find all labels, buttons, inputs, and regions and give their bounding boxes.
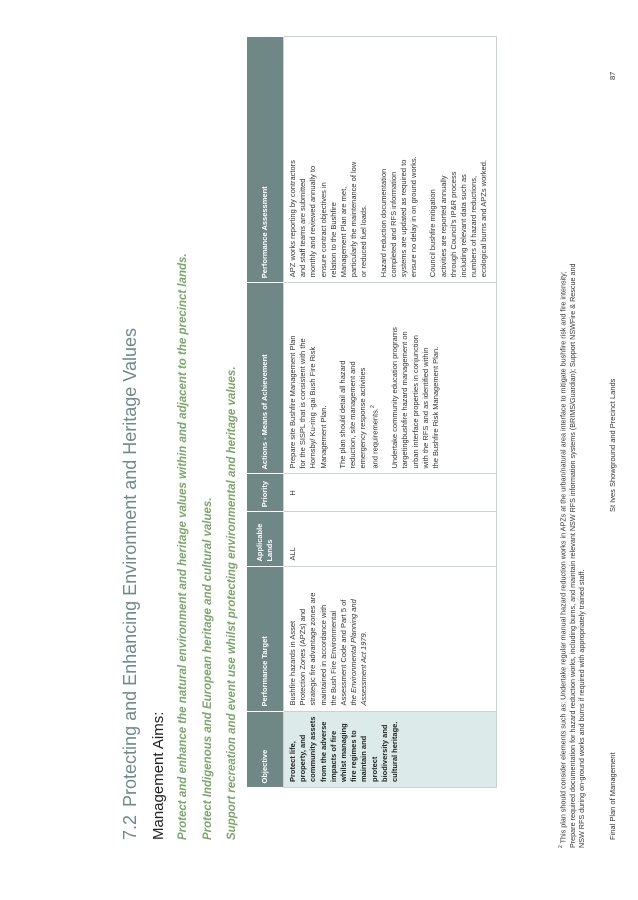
objective-cell: Protect life, property, and community as… <box>283 711 497 788</box>
priority-cell: H <box>283 474 497 512</box>
footnote-marker: 2 <box>558 845 564 848</box>
target-line: Protection Zones (APZs) and <box>298 608 308 706</box>
header-applicable-lands: Applicable Lands <box>247 511 284 567</box>
aim-1: Protect and enhance the natural environm… <box>177 253 189 840</box>
action-line: Hornsby/ Ku-ring -gai Bush Fire Risk <box>308 346 318 469</box>
action-line: the Bushfire Risk Management Plan. <box>430 346 440 469</box>
header-performance-target: Performance Target <box>247 566 284 712</box>
assessment-line: ensure no delay in on ground works. <box>409 156 419 278</box>
objective-line: whilst managing <box>339 723 349 782</box>
action-line: emergency response activities <box>358 367 368 469</box>
header-priority: Priority <box>247 474 284 512</box>
footer-site-name: St Ives Showground and Precinct Lands <box>608 378 617 512</box>
action-line: Undertake community education programs <box>390 327 400 469</box>
applicable-lands-cell: ALL <box>283 511 497 567</box>
assessment-line: systems are updated as required to <box>399 159 409 278</box>
action-line: with the RFS and as identified within <box>420 347 430 469</box>
header-objective: Objective <box>247 711 284 788</box>
aim-3: Support recreation and event use whilst … <box>226 366 238 840</box>
assessment-line: Council bushfire mitigation <box>428 189 438 278</box>
action-line: targetingbushfire hazard management on <box>400 331 410 469</box>
management-aims-title: Management Aims: <box>150 711 167 840</box>
footer-document-title: Final Plan of Management <box>608 752 617 840</box>
action-line: and requirements. <box>370 408 380 469</box>
section-number: 7.2 <box>120 814 140 840</box>
assessment-line: activities are reported annually <box>438 175 448 278</box>
target-line: Assessment Act 1979. <box>359 631 369 706</box>
footnote: 2 This plan should consider elements suc… <box>557 28 587 848</box>
assessment-line: monthly and reviewed annually to <box>308 165 318 278</box>
action-line: The plan should detail all hazard <box>337 360 347 469</box>
objective-line: impacts of fire <box>328 730 338 782</box>
action-line: Management Plan. <box>318 405 328 469</box>
table-row: Protect life, property, and community as… <box>283 36 497 788</box>
performance-table: Objective Performance Target Applicable … <box>247 36 497 788</box>
assessment-line: or reduced fuel loads. <box>359 205 369 278</box>
assessment-line: APZ works reporting by contractors <box>288 160 297 278</box>
performance-target-cell: Bushfire hazards in Asset Protection Zon… <box>283 566 497 712</box>
target-line: the Bush Fire Environmental <box>328 610 338 706</box>
actions-cell: Prepare site Bushfire Management Plan fo… <box>283 282 497 474</box>
page-number: 87 <box>608 71 617 80</box>
assessment-line: Management Plan are met, <box>339 186 349 278</box>
footnote-line: NSW RFS during on-ground works and burns… <box>577 569 587 848</box>
section-title: Protecting and Enhancing Environment and… <box>120 328 140 807</box>
footnote-text: This plan should consider elements such … <box>558 271 568 846</box>
assessment-line: through Council's IP&R process <box>448 171 458 278</box>
assessment-line: relation to the Bushfire <box>328 202 338 278</box>
objective-line: cultural heritage. <box>390 721 400 782</box>
action-line: urban interface properties in conjunctio… <box>410 335 420 469</box>
objective-line: community assets <box>308 716 318 782</box>
target-line: Bushfire hazards in Asset <box>288 620 297 706</box>
assessment-line: and staff teams are submitted <box>298 178 308 278</box>
action-line: reduction, site management and <box>348 361 358 469</box>
objective-line: protect <box>369 756 379 782</box>
action-line-with-footnote: and requirements.2 <box>368 288 381 468</box>
assessment-line: numbers of hazard reductions, <box>469 175 479 278</box>
objective-line: property, and <box>298 734 308 782</box>
footnote-ref[interactable]: 2 <box>370 405 377 409</box>
target-line: Assessment Code and Part 5 of <box>339 599 349 706</box>
objective-line: fire regimes to <box>349 730 359 782</box>
objective-line: Protect life, <box>288 741 297 782</box>
header-actions: Actions - Means of Achievement <box>247 282 284 474</box>
objective-line: maintain and <box>359 735 369 782</box>
target-line: strategic fire advantage zones are <box>308 592 318 706</box>
assessment-line: ecological burns and APZs worked. <box>479 160 489 278</box>
action-line: for the SISPL that is consistent with th… <box>298 338 308 469</box>
footnote-line: Prepare required documentation for hazar… <box>567 263 577 848</box>
objective-line: from the adverse <box>318 721 328 782</box>
objective-line: biodiversity and <box>379 724 389 782</box>
performance-assessment-cell: APZ works reporting by contractors and s… <box>283 36 497 283</box>
target-line: maintained in accordance with <box>318 604 328 706</box>
assessment-line: completed and RFS information <box>388 171 398 278</box>
footnote-line: 2 This plan should consider elements suc… <box>557 28 568 848</box>
table-header-row: Objective Performance Target Applicable … <box>247 36 284 788</box>
assessment-line: including relevant data such as <box>459 174 469 278</box>
assessment-line: ensure contract objectives in <box>318 182 328 278</box>
action-line: Prepare site Bushfire Management Plan <box>288 335 297 469</box>
aim-2: Protect Indigenous and European heritage… <box>202 497 214 840</box>
section-heading: 7.2 Protecting and Enhancing Environment … <box>120 328 141 840</box>
assessment-line: Hazard reduction documentation <box>378 168 388 278</box>
assessment-line: particularly the maintenance of low <box>349 161 359 278</box>
target-line: the Environmental Planning and <box>349 599 359 706</box>
header-performance-assessment: Performance Assessment <box>247 36 284 283</box>
